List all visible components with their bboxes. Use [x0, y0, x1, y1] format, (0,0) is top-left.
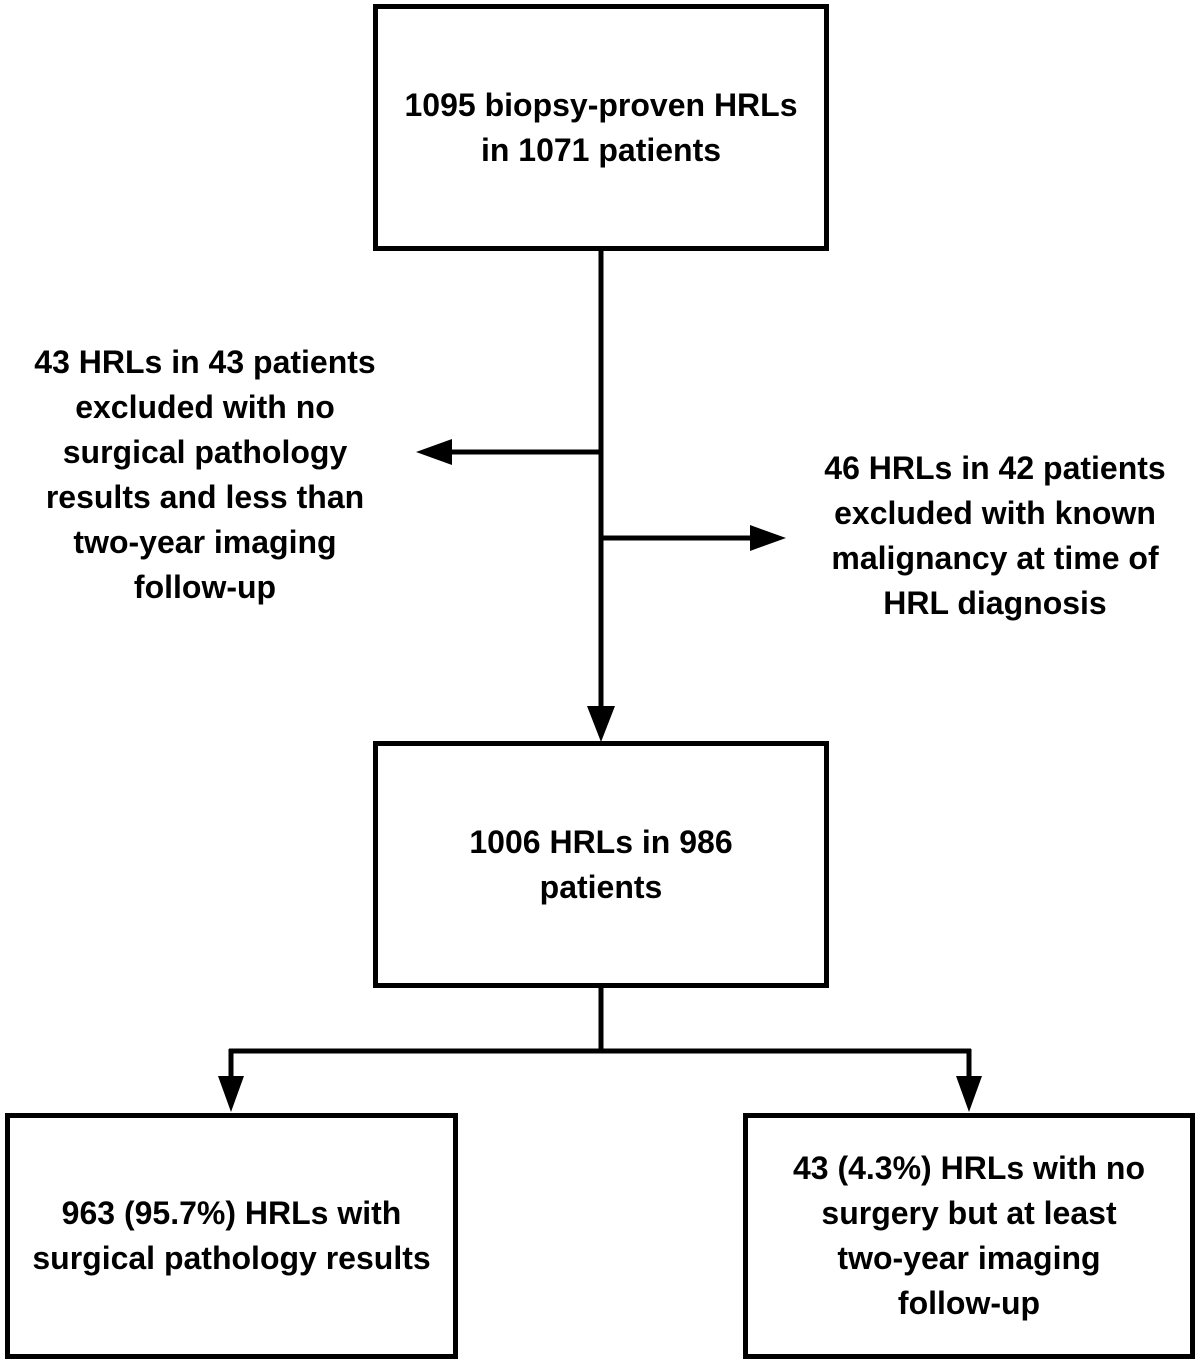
arrowhead-left-icon — [416, 439, 452, 465]
node-hrls-with-surgical-pathology: 963 (95.7%) HRLs with surgical pathology… — [5, 1113, 458, 1359]
arrowhead-down-into-bottom-left-icon — [218, 1076, 244, 1112]
label-excluded-known-malignancy: 46 HRLs in 42 patients excluded with kno… — [824, 450, 1166, 621]
arrowhead-down-into-middle-icon — [587, 706, 615, 742]
arrowhead-right-icon — [750, 525, 786, 551]
node-total-biopsy-proven-hrls: 1095 biopsy-proven HRLs in 1071 patients — [373, 4, 829, 251]
arrowhead-down-into-bottom-right-icon — [956, 1076, 982, 1112]
node-included-hrls: 1006 HRLs in 986 patients — [373, 741, 829, 988]
label-excluded-no-pathology-no-followup: 43 HRLs in 43 patients excluded with no … — [34, 344, 376, 605]
node-hrls-no-surgery-imaging-followup: 43 (4.3%) HRLs with no surgery but at le… — [743, 1113, 1195, 1359]
